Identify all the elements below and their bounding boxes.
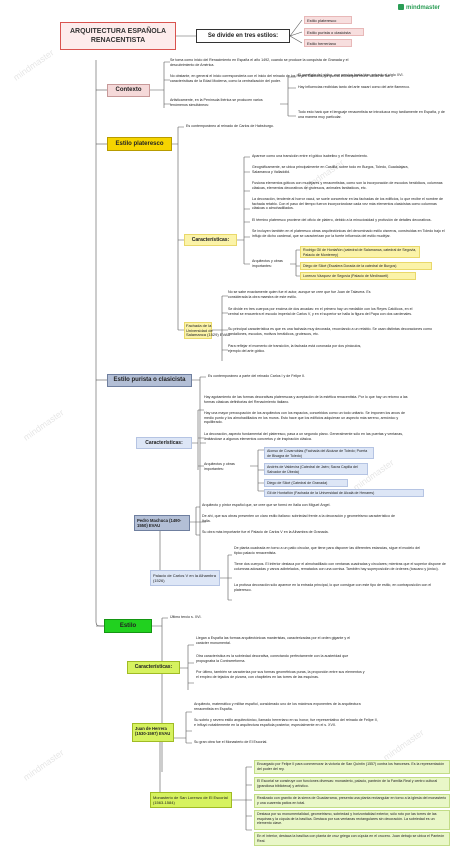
plateresco-fachada-item: No se sabe exactamente quien fue el auto…	[228, 290, 371, 299]
plateresco-caracteristica: Geográficamente, se ubica principalmente…	[252, 165, 409, 174]
escorial-topic[interactable]: Monasterio de San Lorenzo de El Escorial…	[150, 792, 232, 808]
machuca-item: De ahí, que sus obras presenten un claro…	[202, 514, 395, 523]
palacio-item: La profusa decoración sólo aparece en la…	[234, 583, 432, 592]
contexto-item: Artisticamente, en la Península Ibérica …	[170, 98, 263, 107]
contexto-sub: Hay influencias recibidas tanto del arte…	[298, 85, 411, 89]
herreriano-caracteristicas[interactable]: Características:	[127, 661, 180, 674]
escorial-item[interactable]: Destaca por su monumentalidad, geometris…	[254, 810, 450, 830]
brand-logo: mindmaster	[398, 3, 454, 13]
plateresco-caracteristicas[interactable]: Características:	[184, 234, 237, 246]
herrera-item: Su sobrio y severo estilo arquitectónico…	[194, 718, 378, 727]
palacio-topic[interactable]: Palacio de Carlos V en la Alhambra (1526…	[150, 570, 220, 586]
machuca-item: Arquitecto y pintor español que, se cree…	[202, 503, 331, 507]
purista-arquitecto[interactable]: Andrés de Valdevira (Catedral de Jaén; S…	[264, 463, 368, 475]
herrera-topic[interactable]: Juan de Herrera (1530-1597) EVAU	[132, 723, 174, 742]
contexto-item: No obstante, en general el inicio corres…	[170, 74, 390, 83]
herreriano-caracteristica: Otra característica es la sobriedad deco…	[196, 654, 349, 663]
purista-arquitecto[interactable]: Alonso de Covarrubias (Fachada del Alcáz…	[264, 447, 374, 459]
plateresco-caracteristica: El término plateresco proviene del ofici…	[252, 218, 432, 222]
purista-caracteristica: Hay una mayor preocupación de los arquit…	[204, 411, 405, 425]
plateresco-fachada-item: Se divide en tres cuerpos por encima de …	[228, 307, 413, 316]
machuca-topic[interactable]: Pedro Machuca (1490-1550) EVAU	[134, 515, 190, 531]
machuca-item: Su obra más importante fue el Palacio de…	[202, 530, 329, 534]
escorial-item[interactable]: En el interior, destaca la basílica con …	[254, 832, 450, 846]
style-item-purista[interactable]: Estilo purista o clasicista	[304, 28, 364, 36]
escorial-item[interactable]: Encargado por Felipe II para conmemorar …	[254, 760, 450, 774]
purista-arquitecto[interactable]: Gil de Hontañón (Fachada de la Universid…	[264, 489, 424, 497]
purista-arquitecto[interactable]: Diego de Siloé (Catedral de Granada)	[264, 479, 348, 487]
purista-arquitectos-label: Arquitectos y obras importantes:	[204, 462, 235, 471]
brand-name: mindmaster	[406, 5, 441, 11]
purista-caracteristica: La decoración, aspecto fundamental del p…	[204, 432, 403, 441]
style-item-plateresco[interactable]: Estilo plateresco	[304, 16, 352, 24]
purista-note: Es contemporáneo a parte del reinado Car…	[208, 374, 306, 378]
plateresco-fachada[interactable]	[184, 322, 212, 339]
connector-label[interactable]: Se divide en tres estilos:	[196, 29, 290, 43]
plateresco-arquitecto[interactable]: Lorenzo Vázquez de Segovia (Palacio de M…	[300, 272, 416, 280]
brand-icon	[398, 4, 404, 11]
plateresco-caracteristica: Aparece como una transición entre el gót…	[252, 154, 368, 158]
contexto-sub: Todo esto hará que el lenguaje renacenti…	[298, 110, 445, 119]
plateresco-caracteristica: La decoración, tendente al horror vacui,…	[252, 197, 443, 211]
root-topic[interactable]: ARQUITECTURA ESPAÑOLA RENACENTISTA	[60, 22, 176, 50]
purista-topic[interactable]: Estilo purista o clasicista	[107, 374, 192, 387]
style-item-herreriano[interactable]: Estilo herreriano	[304, 39, 352, 47]
herreriano-caracteristica: Llegan a España las formas arquitectónic…	[196, 636, 351, 645]
plateresco-arquitecto[interactable]: Diego de Siloé (Escalera Dorada de la ca…	[300, 262, 432, 270]
plateresco-fachada-item: Su principal característica es que es un…	[228, 327, 432, 336]
herreriano-caracteristica: Por último, también se caracteriza por s…	[196, 670, 365, 679]
herreriano-note: Último tercio s. XVI.	[170, 615, 202, 619]
purista-caracteristica: Hay agotamiento de las formas decorativa…	[204, 395, 408, 404]
herrera-item: Su gran obra fue el Monasterio de El Esc…	[194, 740, 268, 744]
escorial-item[interactable]: Realizado con granito de la sierra de Gu…	[254, 794, 450, 808]
root-title: ARQUITECTURA ESPAÑOLA RENACENTISTA	[69, 28, 167, 44]
escorial-item[interactable]: El Escorial se construye con funciones d…	[254, 777, 450, 791]
palacio-item: Tiene dos cuerpos. El inferior destaca p…	[234, 562, 446, 571]
plateresco-note: Es contemporáneo al reinado de Carlos de…	[186, 124, 274, 128]
purista-caracteristicas[interactable]: Características:	[136, 437, 192, 449]
contexto-sub: El prestigio del gótico, que perviva has…	[298, 73, 404, 77]
plateresco-arquitecto[interactable]: Rodrigo Gil de Hontañón (catedral de Sal…	[300, 246, 420, 258]
plateresco-caracteristica: Fusiona elementos góticos con mudéjares …	[252, 181, 443, 190]
contexto-topic[interactable]: Contexto	[107, 84, 150, 97]
herreriano-topic[interactable]: Estilo herreriano	[104, 619, 152, 633]
plateresco-fachada-label: Fachada de la Universidad de Salamanca (…	[186, 323, 231, 338]
contexto-item: Se toma como inicio del Renacimiento en …	[170, 58, 349, 67]
plateresco-arquitectos-label: Arquitectos y obras importantes:	[252, 259, 283, 268]
plateresco-caracteristica: Se incluyen también en el plateresco obr…	[252, 229, 445, 238]
palacio-item: De planta cuadrada en torno a un patio c…	[234, 546, 420, 555]
plateresco-topic[interactable]: Estilo plateresco	[107, 137, 172, 151]
plateresco-fachada-item: Para reflejar el momento de transición, …	[228, 344, 362, 353]
herrera-item: Arquitecto, matemático y militar español…	[194, 702, 361, 711]
